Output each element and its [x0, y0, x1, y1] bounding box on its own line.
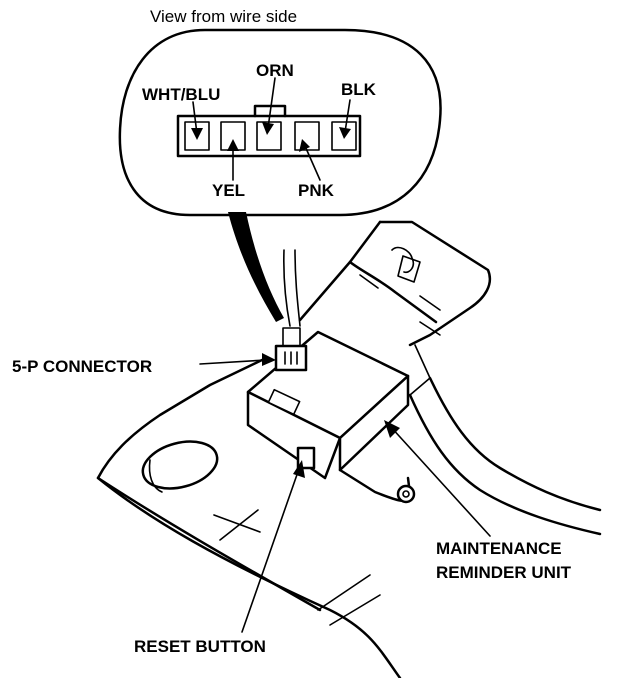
- label-yel: YEL: [212, 181, 245, 200]
- label-wht-blu: WHT/BLU: [142, 85, 220, 104]
- wire-harness: [228, 212, 301, 327]
- label-maintenance-line1: MAINTENANCE: [436, 539, 562, 558]
- label-reset-button: RESET BUTTON: [134, 637, 266, 656]
- five-pin-connector: [274, 327, 308, 372]
- dash-opening: [141, 440, 219, 490]
- label-connector: 5-P CONNECTOR: [12, 357, 152, 376]
- unit-vent: [267, 388, 301, 416]
- pin-cavity-5: [331, 121, 357, 151]
- maintenance-reminder-unit: [246, 330, 416, 504]
- callout-leaders: [199, 353, 491, 633]
- connector-lock-tab: [253, 104, 287, 118]
- mounting-bracket: [298, 220, 602, 536]
- pin-cavity-1: [184, 121, 210, 151]
- connector-face-callout: WHT/BLU ORN BLK YEL PNK: [118, 28, 442, 217]
- caption-text: View from wire side: [150, 7, 297, 26]
- label-maintenance-line2: REMINDER UNIT: [436, 563, 572, 582]
- label-blk: BLK: [341, 80, 377, 99]
- label-pnk: PNK: [298, 181, 335, 200]
- dash-panel: [96, 358, 402, 678]
- label-orn: ORN: [256, 61, 294, 80]
- mounting-bolt: [396, 484, 416, 504]
